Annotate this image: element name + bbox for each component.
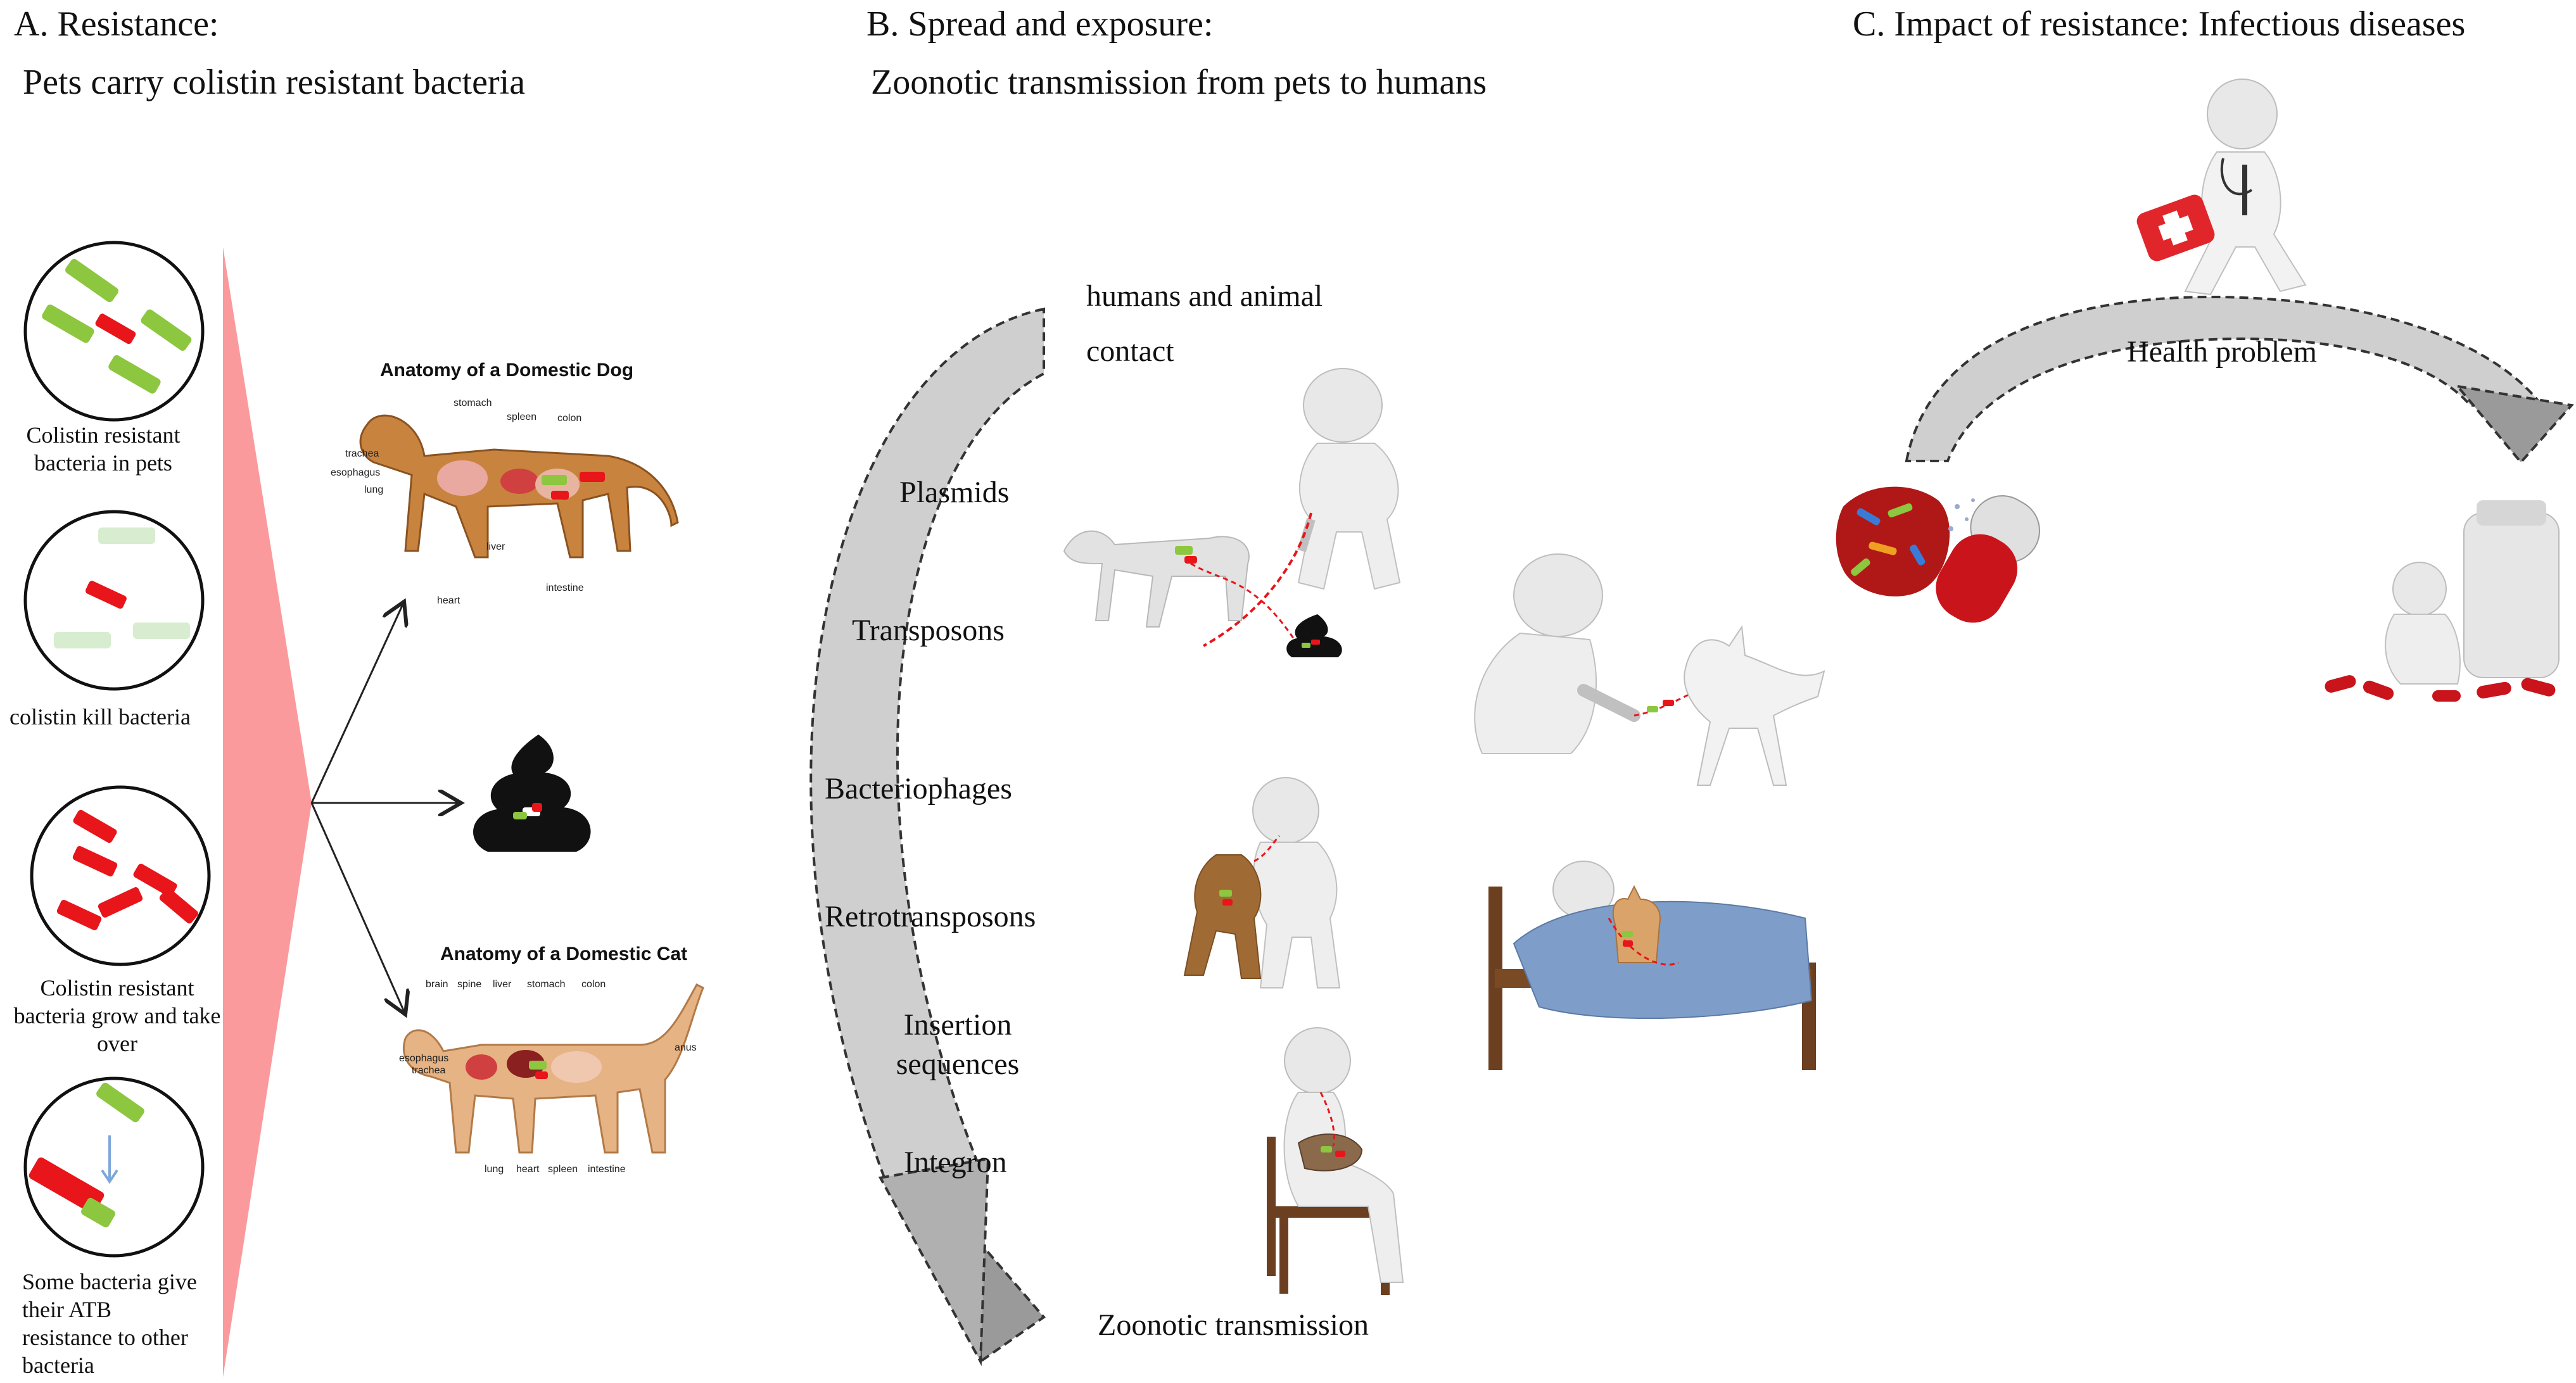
cat-label-stomach: stomach bbox=[527, 979, 566, 990]
petri-dish-resistant-grow bbox=[30, 785, 211, 966]
dog-label-esophagus: esophagus bbox=[331, 467, 381, 478]
caption-resistant-grow: Colistin resistant bacteria grow and tak… bbox=[13, 975, 221, 1056]
scene-chair-with-cat bbox=[1267, 1027, 1404, 1295]
mechanism-plasmids: Plasmids bbox=[899, 476, 1010, 509]
scene-dog-walking bbox=[1063, 368, 1401, 657]
contact-label-line1: humans and animal bbox=[1086, 279, 1323, 313]
scene-crouching-with-dog bbox=[1474, 553, 1825, 786]
dog-label-heart: heart bbox=[437, 595, 460, 606]
cat-label-trachea: trachea bbox=[412, 1065, 446, 1076]
contact-label-line2: contact bbox=[1086, 334, 1174, 368]
feces-icon bbox=[473, 735, 591, 852]
panel-c-title: C. Impact of resistance: Infectious dise… bbox=[1853, 4, 2466, 44]
cat-label-spleen: spleen bbox=[548, 1164, 578, 1175]
scene-hugging-dog bbox=[1183, 777, 1341, 988]
dog-label-stomach: stomach bbox=[454, 398, 492, 408]
dog-label-liver: liver bbox=[486, 541, 505, 552]
caption-gene-transfer: Some bacteria give their ATB resistance … bbox=[22, 1269, 197, 1378]
cat-anatomy-illustration bbox=[402, 983, 704, 1154]
mechanism-retrotransposons: Retrotransposons bbox=[825, 900, 1036, 933]
cat-label-esophagus: esophagus bbox=[399, 1053, 449, 1064]
dog-label-colon: colon bbox=[557, 413, 582, 424]
zoonotic-transmission-label: Zoonotic transmission bbox=[1098, 1308, 1369, 1342]
cat-label-liver: liver bbox=[493, 979, 512, 990]
mechanism-insertion-sequences: Insertion sequences bbox=[896, 1008, 1020, 1081]
panel-b-subtitle: Zoonotic transmission from pets to human… bbox=[871, 63, 1487, 102]
dog-label-intestine: intestine bbox=[546, 583, 584, 593]
panel-b-title: B. Spread and exposure: bbox=[866, 4, 1214, 44]
dog-anatomy-title: Anatomy of a Domestic Dog bbox=[380, 360, 634, 381]
cat-label-spine: spine bbox=[457, 979, 482, 990]
cat-anatomy-title: Anatomy of a Domestic Cat bbox=[440, 944, 688, 964]
mechanism-integron: Integron bbox=[904, 1146, 1007, 1179]
cat-label-colon: colon bbox=[581, 979, 606, 990]
dog-label-lung: lung bbox=[364, 484, 384, 495]
bacteria-capsule-illustration bbox=[1836, 486, 2040, 623]
dog-anatomy-illustration bbox=[359, 414, 679, 559]
caption-resistant-in-pets: Colistin resistant bacteria in pets bbox=[26, 422, 181, 476]
panel-a-title: A. Resistance: bbox=[14, 4, 219, 44]
sick-figure-pills bbox=[2325, 500, 2560, 702]
caption-colistin-kill: colistin kill bacteria bbox=[10, 704, 191, 729]
petri-dish-colistin-kill bbox=[23, 510, 205, 691]
petri-dish-gene-transfer bbox=[23, 1077, 205, 1258]
mechanism-bacteriophages: Bacteriophages bbox=[825, 772, 1012, 805]
panel-a-subtitle: Pets carry colistin resistant bacteria bbox=[23, 63, 526, 102]
cat-label-anus: anus bbox=[675, 1042, 697, 1053]
dog-label-trachea: trachea bbox=[345, 448, 379, 459]
dog-label-spleen: spleen bbox=[507, 412, 537, 422]
mechanism-transposons: Transposons bbox=[852, 614, 1005, 647]
health-problem-label: Health problem bbox=[2127, 335, 2317, 369]
scene-bed-with-cat bbox=[1488, 861, 1816, 1070]
cat-label-intestine: intestine bbox=[588, 1164, 626, 1175]
cat-label-brain: brain bbox=[426, 979, 448, 990]
doctor-figure bbox=[2136, 79, 2307, 296]
cat-label-lung: lung bbox=[485, 1164, 504, 1175]
petri-dish-resistant bbox=[23, 241, 205, 422]
cat-label-heart: heart bbox=[516, 1164, 540, 1175]
